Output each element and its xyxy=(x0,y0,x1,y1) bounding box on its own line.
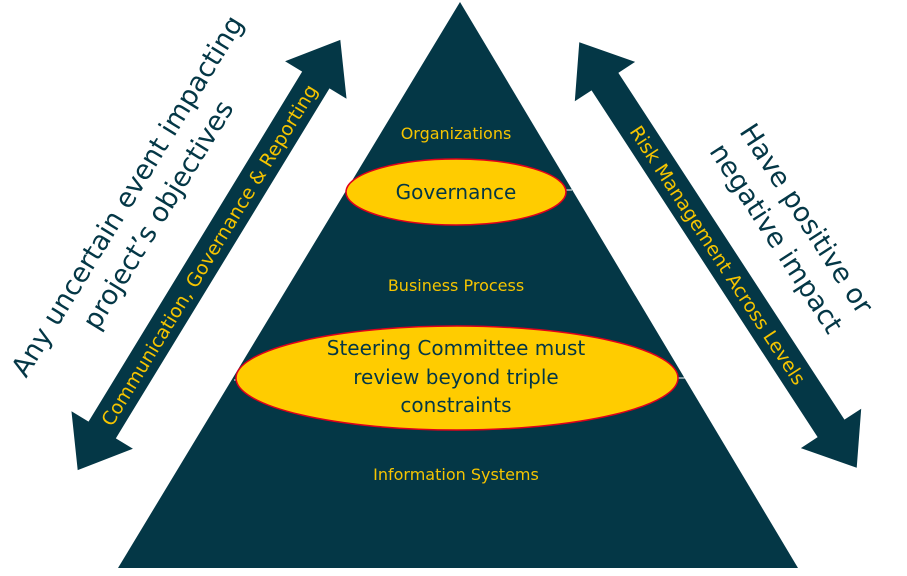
level-organizations: Organizations xyxy=(401,124,512,143)
steering-line: review beyond triple xyxy=(353,365,558,389)
governance-label: Governance xyxy=(396,180,517,204)
level-business-process: Business Process xyxy=(388,276,524,295)
level-information-systems: Information Systems xyxy=(373,465,539,484)
steering-line: constraints xyxy=(400,393,511,417)
governance-ellipse xyxy=(345,158,567,226)
steering-committee-ellipse xyxy=(235,325,679,431)
steering-line: Steering Committee must xyxy=(327,336,586,360)
right-note: Have positive or negative impact xyxy=(703,118,879,339)
left-note-line: Any uncertain event impacting xyxy=(6,10,251,382)
pyramid xyxy=(118,2,798,568)
